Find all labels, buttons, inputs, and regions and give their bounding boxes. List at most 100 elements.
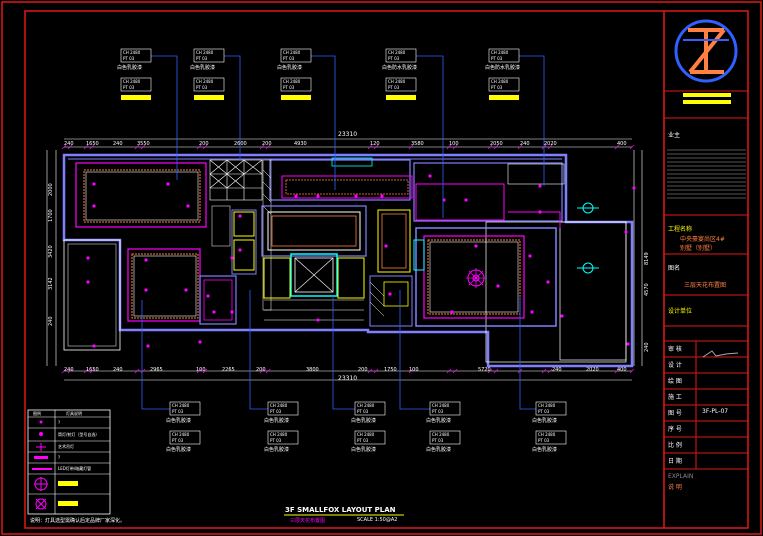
dimension-left-3: 3142 (48, 277, 54, 290)
exterior-wall (62, 153, 634, 368)
material-callout-text: 白色乳胶漆 (190, 64, 215, 71)
downlight-icon (230, 256, 234, 260)
leader-line-9 (519, 296, 536, 410)
dimension-tick (408, 144, 414, 150)
dimension-top-10: 100 (449, 141, 459, 147)
material-tag-code: CH 2480 (388, 79, 406, 84)
leader-line-7 (332, 296, 355, 410)
material-tag-code: CH 2480 (538, 403, 556, 408)
legend-header-desc: 灯具说明 (66, 411, 82, 416)
material-tag-box (267, 430, 299, 445)
material-callout-text: 白色乳胶漆 (264, 446, 289, 453)
leader-line-2 (311, 55, 336, 190)
material-tag-paint: PT 03 (283, 56, 295, 61)
dimension-bottom-10: 100 (409, 367, 419, 373)
material-callout-text: 白色乳胶漆 (277, 64, 302, 71)
dimension-right-2: 240 (644, 342, 650, 352)
downlight-icon (316, 318, 320, 322)
material-tag-paint: PT 03 (432, 438, 444, 443)
dimension-top-8: 120 (370, 141, 380, 147)
dimension-tick (446, 368, 452, 374)
material-tag-paint: PT 03 (123, 56, 135, 61)
owner-label: 业主 (668, 132, 681, 139)
material-callout-text: 白色乳胶漆 (426, 446, 451, 453)
dimension-tick (493, 144, 499, 150)
downlight-icon (238, 248, 242, 252)
downlight-icon (560, 314, 564, 318)
leader-line-5 (141, 300, 170, 410)
title-block-row-label-6: 比 例 (668, 442, 682, 449)
dimension-tick (196, 368, 202, 374)
material-tag-box (280, 77, 312, 92)
material-tag-box (385, 77, 417, 92)
overall-dimension-bottom: 23310 (338, 375, 358, 382)
dimension-bottom-13: 2020 (586, 367, 599, 373)
material-tag-code: CH 2480 (388, 50, 406, 55)
downlight-icon (230, 310, 234, 314)
dimension-tick (134, 368, 140, 374)
dimension-tick (202, 368, 208, 374)
legend-item-4: LED灯带/暗藏灯管 (58, 466, 92, 471)
title-block-row-label-0: 审 核 (668, 346, 682, 353)
material-tag-box (488, 77, 520, 92)
material-highlight-bar (489, 95, 519, 100)
material-tag-paint: PT 03 (196, 56, 208, 61)
downlight-icon (92, 204, 96, 208)
dimension-tick (259, 368, 265, 374)
material-tag-code: CH 2480 (270, 432, 288, 437)
downlight-icon (626, 342, 630, 346)
downlight-icon (166, 182, 170, 186)
material-callout-text: 白色乳胶漆 (117, 64, 142, 71)
downlight-icon (206, 294, 210, 298)
dimension-tick (61, 368, 67, 374)
legend-item-3: ? (58, 455, 61, 460)
material-tag-paint: PT 03 (357, 438, 369, 443)
dimension-bottom-2: 240 (113, 367, 123, 373)
dimension-tick (61, 144, 67, 150)
material-tag-box (429, 430, 461, 445)
material-callout-text: 白色防水乳胶漆 (382, 64, 417, 71)
dimension-tick (83, 144, 89, 150)
dimension-tick (373, 144, 379, 150)
downlight-icon (380, 194, 384, 198)
material-tag-paint: PT 03 (491, 56, 503, 61)
material-tag-code: CH 2480 (196, 50, 214, 55)
material-tag-paint: PT 03 (283, 85, 295, 90)
material-tag-code: CH 2480 (123, 50, 141, 55)
material-tag-code: CH 2480 (196, 79, 214, 84)
leader-line-3 (416, 55, 444, 218)
material-tag-code: CH 2480 (432, 403, 450, 408)
drawing-subtitle: 三层天花布置图 (290, 518, 326, 524)
dimension-tick (89, 144, 95, 150)
material-tag-paint: PT 03 (270, 438, 282, 443)
downlight-icon (464, 198, 468, 202)
floor-plan (62, 153, 634, 368)
material-highlight-bar (194, 95, 224, 100)
leader-line-4 (519, 55, 545, 186)
downlight-icon (384, 244, 388, 248)
dimension-tick (629, 368, 635, 374)
material-tag-code: CH 2480 (357, 403, 375, 408)
dimension-top-6: 200 (262, 141, 272, 147)
dimension-tick (367, 144, 373, 150)
dimension-tick (140, 144, 146, 150)
material-tag-box (267, 401, 299, 416)
title-block-row-label-2: 绘 图 (668, 378, 682, 385)
material-tag-box (354, 430, 386, 445)
downlight-icon (144, 258, 148, 262)
dimension-top-9: 3580 (411, 141, 424, 147)
downlight-icon (474, 244, 478, 248)
downlight-icon (86, 256, 90, 260)
material-tag-box (193, 77, 225, 92)
downlight-icon (186, 204, 190, 208)
material-tag-code: CH 2480 (270, 403, 288, 408)
material-callout-text: 白色乳胶漆 (264, 417, 289, 424)
project-name-2: 别墅（别墅） (680, 245, 717, 252)
dimension-top-5: 2600 (234, 141, 247, 147)
material-callout-text: 白色乳胶漆 (166, 417, 191, 424)
dimension-bottom-0: 240 (64, 367, 74, 373)
